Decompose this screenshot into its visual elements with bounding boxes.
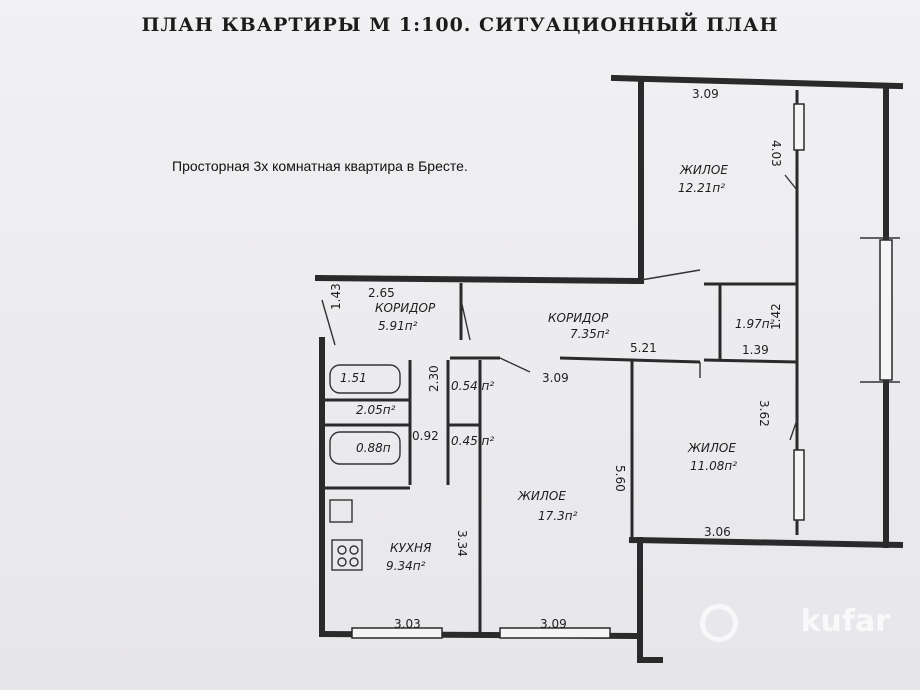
room-area: 1.97п² <box>735 317 775 331</box>
dimension-label: 2.65 <box>368 286 395 300</box>
room-area: 17.3п² <box>538 509 578 523</box>
dimension-label: 3.09 <box>542 371 569 385</box>
room-area: 7.35п² <box>570 327 610 341</box>
dimension-label: 5.21 <box>630 341 657 355</box>
fixtures <box>329 364 401 571</box>
burner-icon <box>349 557 359 567</box>
doors <box>321 174 798 441</box>
window-living <box>499 627 611 639</box>
window-bedroom3 <box>793 449 805 521</box>
room-area: 0.88п <box>356 441 391 455</box>
door-entrance <box>321 299 336 346</box>
window-balcony <box>879 239 893 381</box>
room-area: 1.51 <box>340 371 367 385</box>
door-balcony <box>784 174 798 191</box>
room-area: 5.91п² <box>378 319 418 333</box>
wall-corridor-top <box>314 274 645 285</box>
door-bedroom3-balcony <box>789 419 798 441</box>
page-title: ПЛАН КВАРТИРЫ М 1:100. СИТУАЦИОННЫЙ ПЛАН <box>141 14 779 36</box>
dimensions: 3.09 4.03 2.65 1.43 3.09 5.21 1.42 1.39 … <box>329 87 783 631</box>
toilet-icon <box>329 431 401 465</box>
dimension-label: 2.30 <box>427 365 441 392</box>
dimension-label: 1.42 <box>769 303 783 330</box>
room-name: КОРИДОР <box>548 311 609 325</box>
dimension-label: 3.34 <box>455 530 469 557</box>
room-area: 0.45 п² <box>451 434 494 448</box>
windows <box>351 103 900 639</box>
window-kitchen <box>351 627 443 639</box>
wall-top-right <box>610 74 904 90</box>
room-name: ЖИЛОЕ <box>517 489 566 503</box>
room-name: КУХНЯ <box>390 541 432 555</box>
room-name: КОРИДОР <box>375 301 436 315</box>
dimension-label: 3.06 <box>704 525 731 539</box>
burner-icon <box>337 545 347 555</box>
bathtub-icon <box>329 364 401 394</box>
room-area: 11.08п² <box>690 459 737 473</box>
sink-icon <box>329 499 353 523</box>
dimension-label: 3.09 <box>692 87 719 101</box>
dimension-label: 1.39 <box>742 343 769 357</box>
dimension-label: 3.09 <box>540 617 567 631</box>
walls <box>314 74 904 663</box>
door-bedroom1 <box>640 269 701 281</box>
wall-corridor-bottom <box>559 356 701 364</box>
dimension-label: 3.03 <box>394 617 421 631</box>
window-bedroom1 <box>793 103 805 151</box>
wall-bedroom3-bottom <box>628 536 904 549</box>
dimension-label: 0.92 <box>412 429 439 443</box>
caption-text: Просторная 3х комнатная квартира в Брест… <box>172 158 468 174</box>
door-living <box>499 357 531 373</box>
watermark-text: kufar <box>800 604 890 639</box>
room-area: 0.54 п² <box>451 379 494 393</box>
room-area: 2.05п² <box>356 403 396 417</box>
stove-icon <box>331 539 363 571</box>
dimension-label: 3.62 <box>757 400 771 427</box>
kufar-logo-icon <box>700 604 738 642</box>
door-corridor <box>460 299 471 341</box>
dimension-label: 1.43 <box>329 283 343 310</box>
burner-icon <box>337 557 347 567</box>
room-area: 12.21п² <box>678 181 725 195</box>
room-area: 9.34п² <box>386 559 426 573</box>
room-labels: ЖИЛОЕ 12.21п² КОРИДОР 5.91п² КОРИДОР 7.3… <box>340 163 775 573</box>
burner-icon <box>349 545 359 555</box>
dimension-label: 4.03 <box>769 140 783 167</box>
wall-small-room-bottom <box>703 358 798 364</box>
room-name: ЖИЛОЕ <box>687 441 736 455</box>
dimension-label: 5.60 <box>613 465 627 492</box>
room-name: ЖИЛОЕ <box>679 163 728 177</box>
